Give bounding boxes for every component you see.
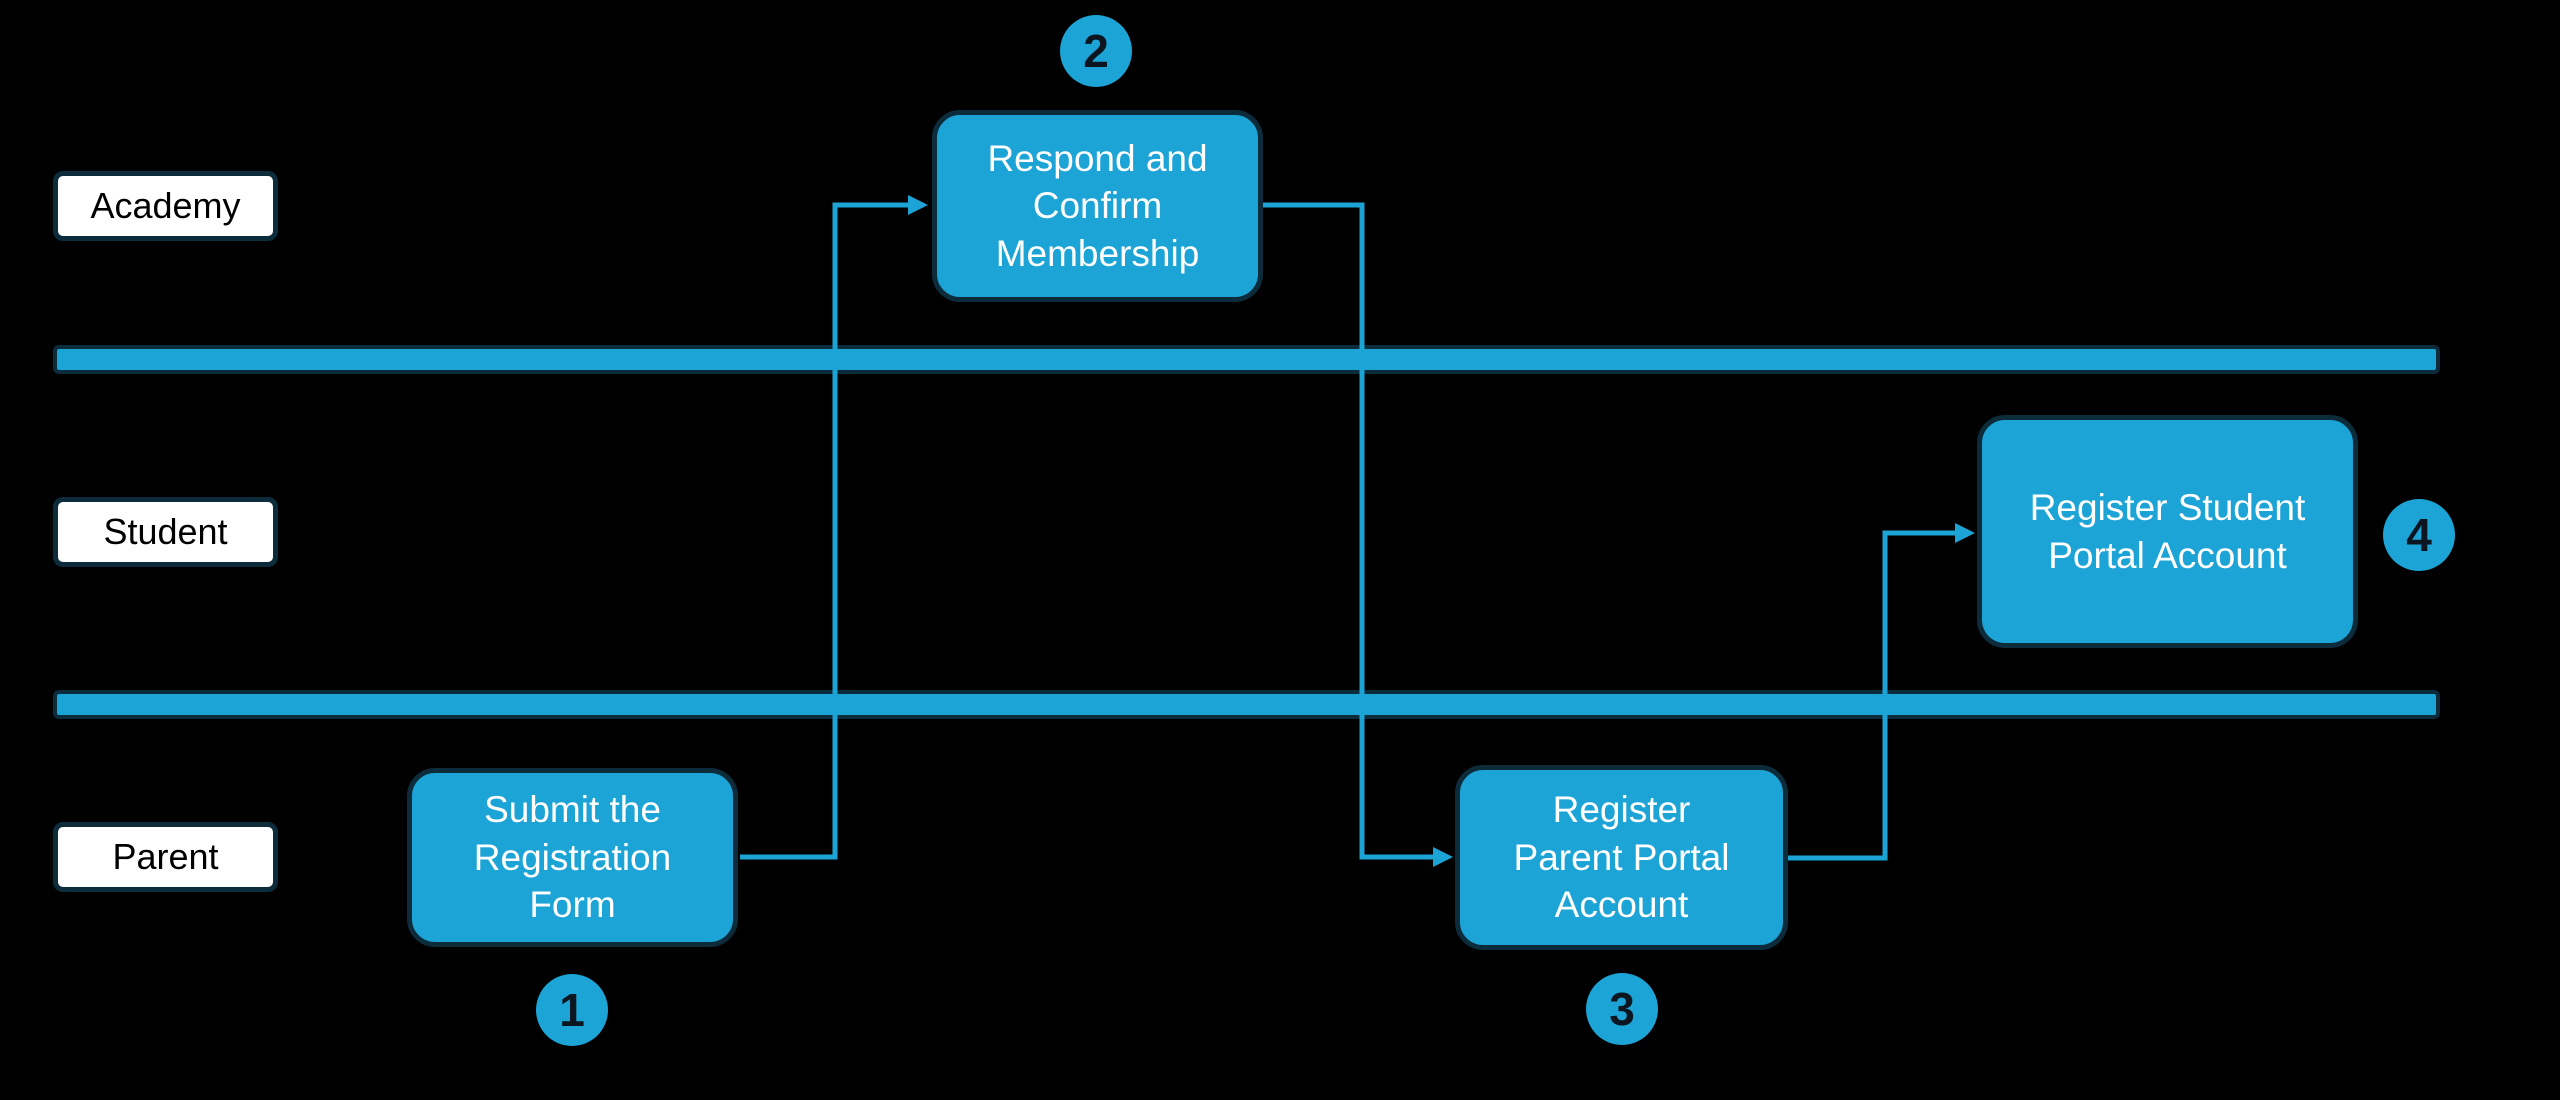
step-box-register-student-portal-account: Register Student Portal Account <box>1977 415 2358 648</box>
step-box-respond-confirm-membership: Respond and Confirm Membership <box>932 110 1263 302</box>
lane-label-student-text: Student <box>103 511 228 552</box>
step-number-badge-1: 1 <box>536 974 608 1046</box>
step-number-badge-2: 2 <box>1060 15 1132 87</box>
lane-divider-student-parent <box>53 690 2440 719</box>
lane-label-parent-text: Parent <box>112 836 219 877</box>
step-number-badge-3: 3 <box>1586 973 1658 1045</box>
lane-label-academy: Academy <box>53 171 278 241</box>
lane-label-academy-text: Academy <box>90 185 241 226</box>
connector-step2-to-step3 <box>1263 202 1453 867</box>
connector-step1-to-step2 <box>740 195 928 860</box>
step-box-register-parent-portal-account: Register Parent Portal Account <box>1455 765 1788 950</box>
step-number-badge-4: 4 <box>2383 499 2455 571</box>
lane-divider-academy-student <box>53 345 2440 374</box>
lane-label-parent: Parent <box>53 822 278 892</box>
lane-label-student: Student <box>53 497 278 567</box>
step-box-submit-registration-form: Submit the Registration Form <box>407 768 738 947</box>
